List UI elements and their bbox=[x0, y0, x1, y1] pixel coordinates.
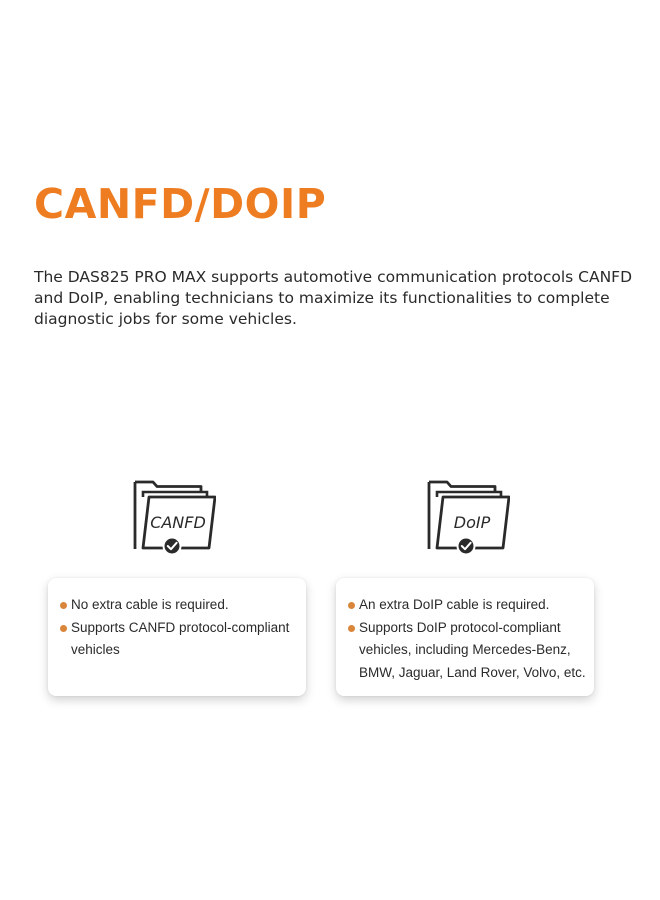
bullet-dot-icon bbox=[60, 602, 67, 609]
doip-icon-label: DoIP bbox=[454, 513, 491, 532]
list-item: Supports CANFD protocol-compliant vehicl… bbox=[60, 617, 306, 662]
list-item: No extra cable is required. bbox=[60, 594, 306, 617]
list-item-text: An extra DoIP cable is required. bbox=[359, 597, 550, 612]
canfd-folder-check-icon: CANFD bbox=[132, 478, 216, 554]
list-item-text: Supports CANFD protocol-compliant vehicl… bbox=[71, 619, 290, 658]
intro-description: The DAS825 PRO MAX supports automotive c… bbox=[34, 268, 633, 328]
bullet-dot-icon bbox=[60, 624, 67, 632]
bullet-dot-icon bbox=[348, 602, 355, 609]
bullet-dot-icon bbox=[348, 624, 355, 632]
doip-feature-card: An extra DoIP cable is required. Support… bbox=[336, 578, 594, 696]
list-item: An extra DoIP cable is required. bbox=[348, 594, 594, 617]
list-item: Supports DoIP protocol-compliant vehicle… bbox=[348, 617, 594, 685]
page-title: CANFD/DOIP bbox=[34, 180, 327, 228]
doip-feature-list: An extra DoIP cable is required. Support… bbox=[336, 578, 594, 684]
canfd-icon-label: CANFD bbox=[150, 513, 206, 532]
canfd-feature-card: No extra cable is required. Supports CAN… bbox=[48, 578, 306, 696]
canfd-feature-list: No extra cable is required. Supports CAN… bbox=[48, 578, 306, 662]
list-item-text: No extra cable is required. bbox=[71, 597, 229, 612]
doip-folder-check-icon: DoIP bbox=[426, 478, 510, 554]
list-item-text: Supports DoIP protocol-compliant vehicle… bbox=[359, 619, 586, 680]
